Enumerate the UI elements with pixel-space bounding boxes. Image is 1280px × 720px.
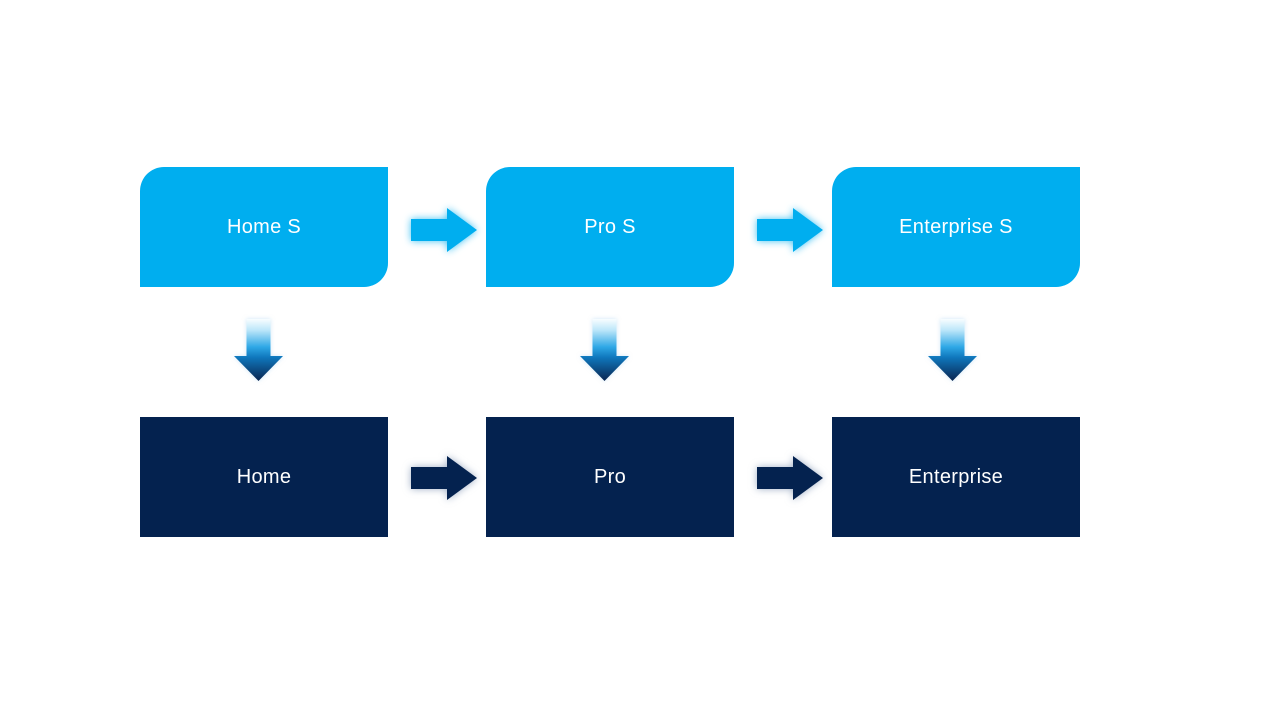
right-arrow-icon: [757, 208, 823, 252]
right-arrow-icon: [411, 208, 477, 252]
node-home: Home: [140, 417, 388, 537]
node-enterprise-s: Enterprise S: [832, 167, 1080, 287]
down-arrow-icon: [234, 319, 283, 381]
node-home-s: Home S: [140, 167, 388, 287]
right-arrow-icon: [757, 456, 823, 500]
node-enterprise-s-label: Enterprise S: [899, 215, 1013, 238]
down-arrow-icon: [580, 319, 629, 381]
node-enterprise-label: Enterprise: [908, 465, 1004, 488]
down-arrow-icon: [928, 319, 977, 381]
node-home-label: Home: [236, 465, 292, 488]
node-pro-s: Pro S: [486, 167, 734, 287]
node-enterprise: Enterprise: [832, 417, 1080, 537]
node-pro: Pro: [486, 417, 734, 537]
node-home-s-label: Home S: [226, 215, 302, 238]
node-pro-s-label: Pro S: [584, 215, 636, 238]
node-pro-label: Pro: [593, 465, 627, 488]
right-arrow-icon: [411, 456, 477, 500]
